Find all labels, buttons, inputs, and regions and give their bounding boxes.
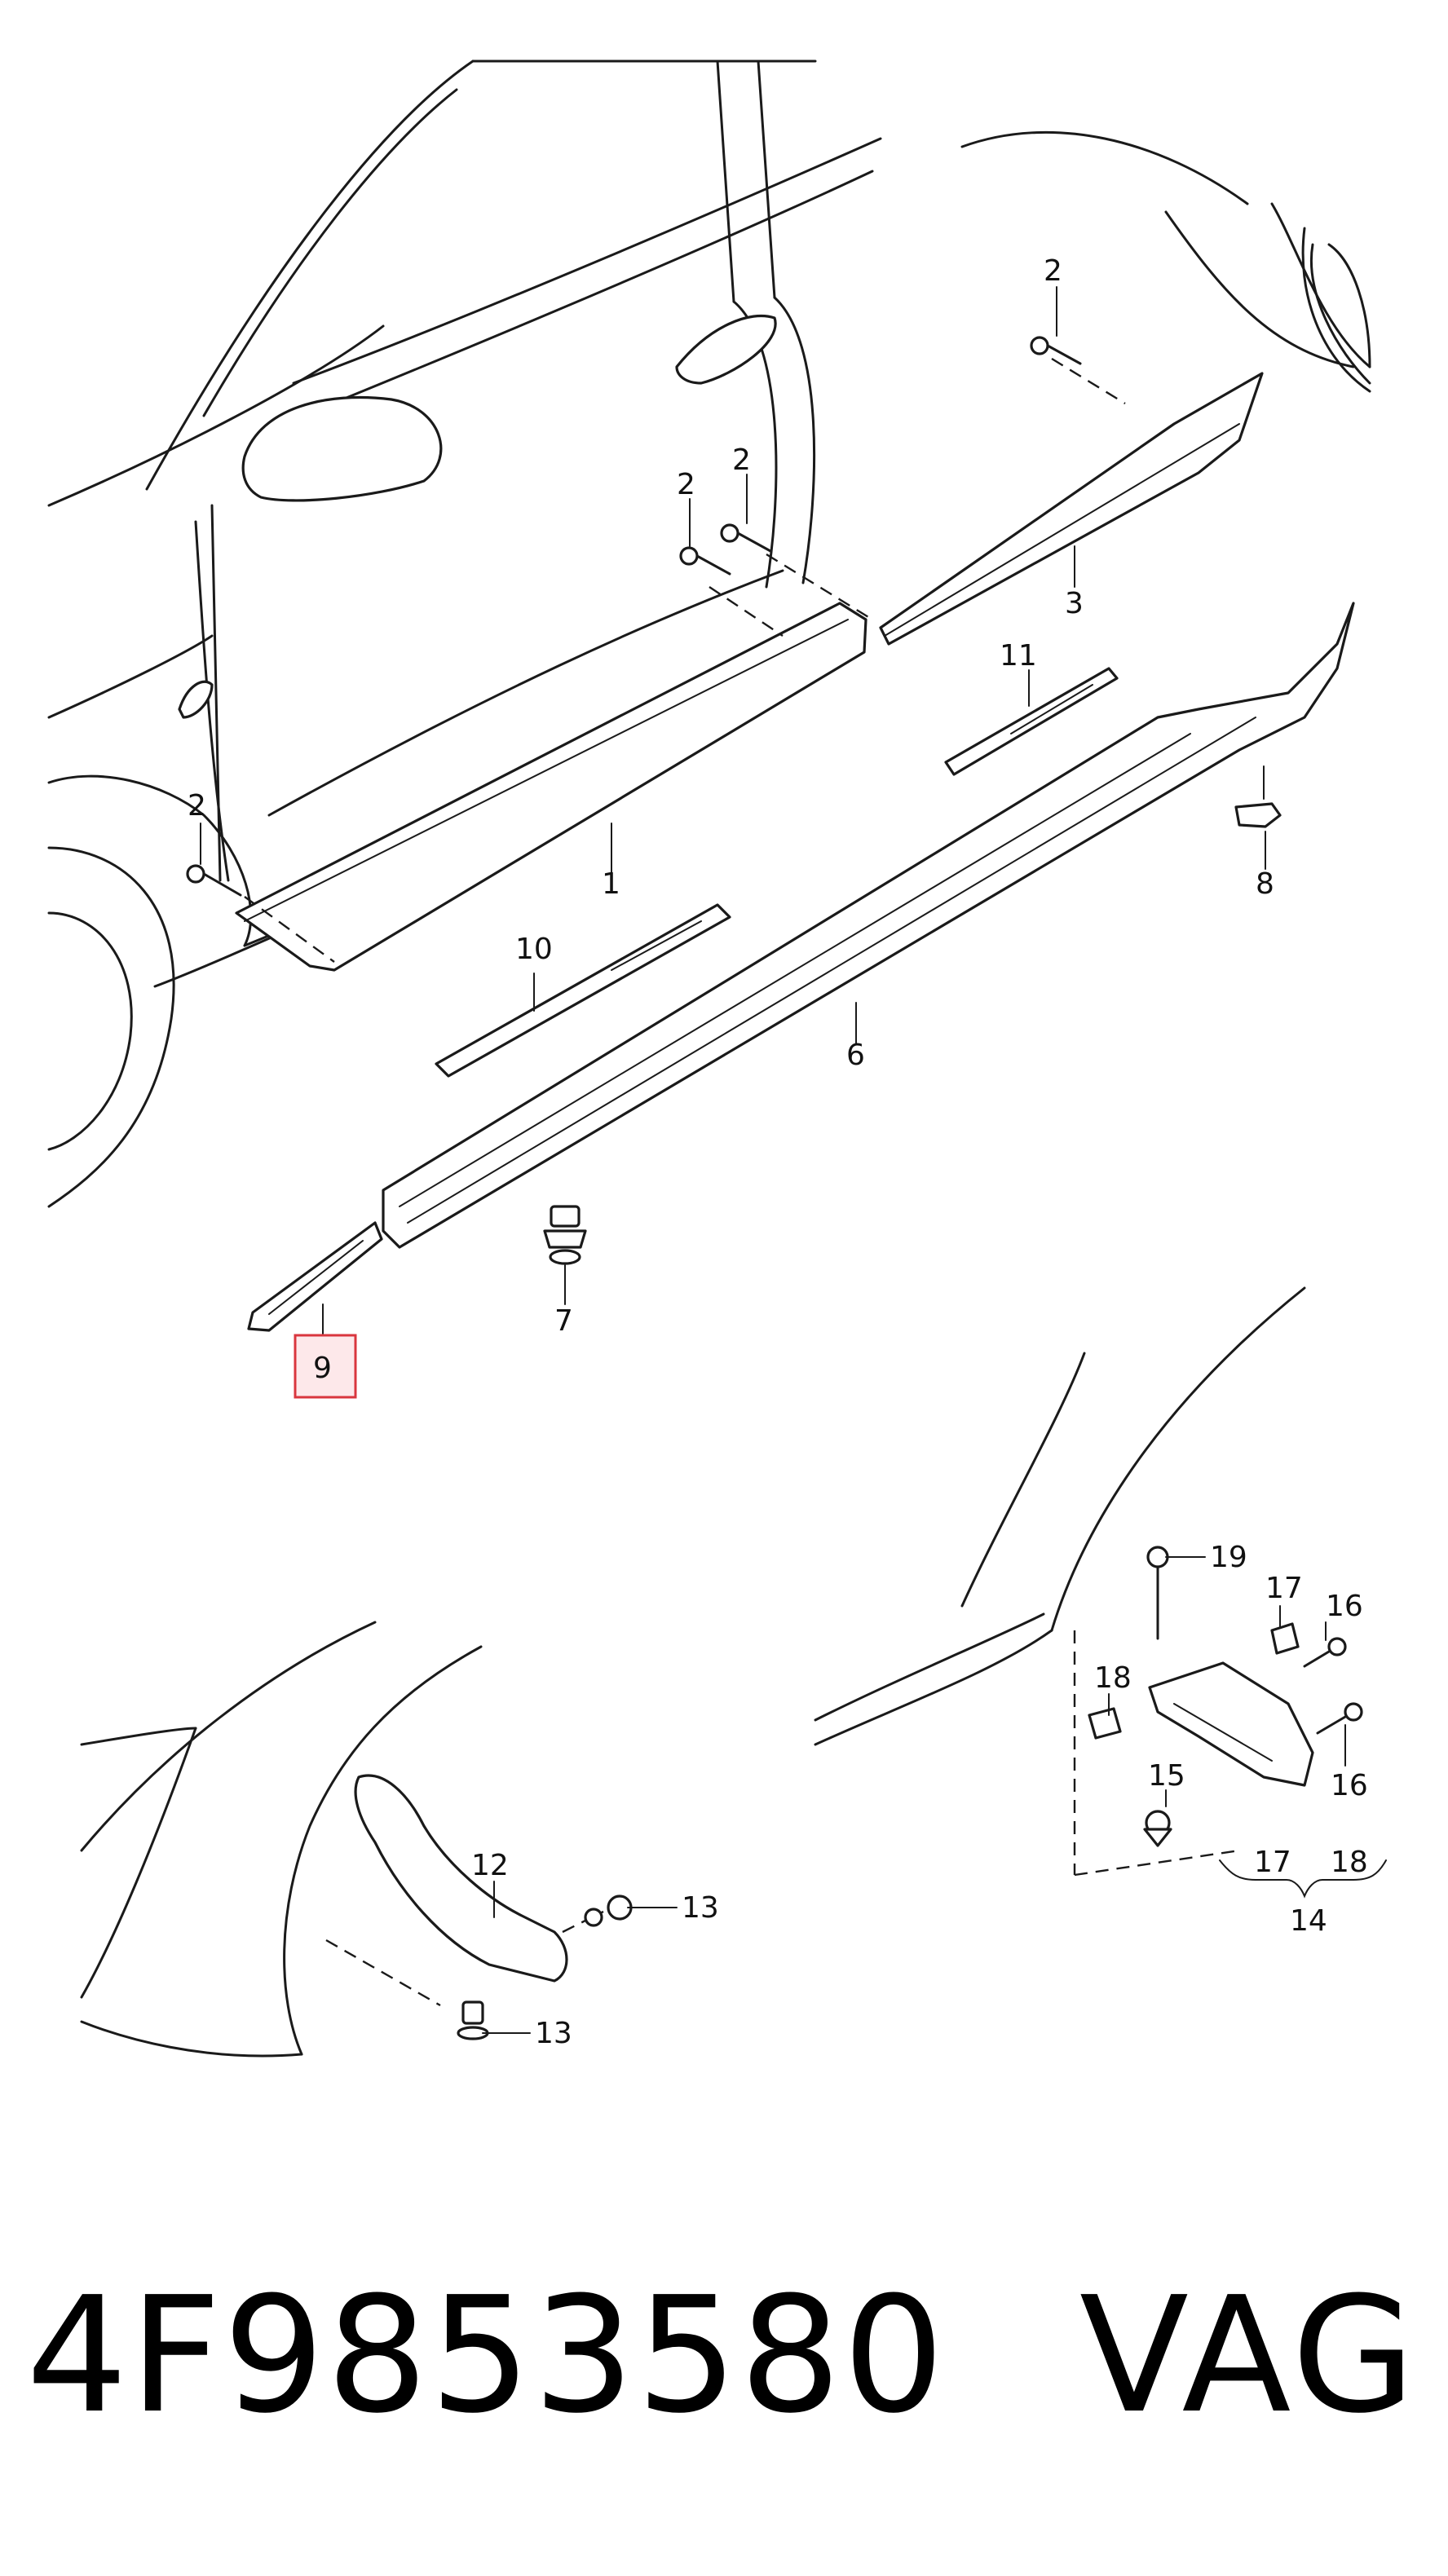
callout-10: 10 [515, 933, 553, 966]
callout-6: 6 [846, 1039, 865, 1072]
callout-11: 11 [1000, 639, 1037, 673]
clip-icon-8 [1234, 802, 1282, 828]
callout-2d: 2 [1044, 254, 1062, 288]
callout-14: 14 [1290, 1904, 1327, 1938]
callout-13b: 13 [535, 2017, 572, 2050]
callout-18a: 18 [1094, 1661, 1132, 1695]
rivet-icon-15 [1143, 1810, 1172, 1847]
callout-9: 9 [313, 1352, 332, 1385]
screw-icon-19 [1146, 1546, 1169, 1640]
callout-15: 15 [1148, 1759, 1185, 1793]
screw-icon-2 [679, 546, 731, 576]
callout-1: 1 [602, 867, 620, 901]
callout-8: 8 [1256, 867, 1274, 901]
callout-2b: 2 [677, 468, 695, 501]
part-number: 4F9853580 [26, 2263, 947, 2449]
nut-icon-18 [1088, 1707, 1122, 1740]
screw-icon-3 [720, 523, 772, 553]
callout-12: 12 [471, 1849, 509, 1882]
leader-lines [200, 286, 1346, 2034]
callout-16b: 16 [1331, 1769, 1368, 1802]
screw-icon-1 [186, 864, 242, 897]
wheel-arch-assembly [80, 1621, 633, 2058]
screw-icon-16a [1303, 1637, 1347, 1668]
screw-icon-4 [1030, 336, 1082, 365]
callout-3: 3 [1065, 587, 1084, 620]
nut-icon-17 [1270, 1622, 1300, 1655]
callout-13a: 13 [682, 1891, 719, 1925]
sill-mouldings [235, 357, 1355, 1332]
clip-icon-13b [457, 2000, 489, 2040]
callout-17b: 17 [1254, 1846, 1291, 1879]
clip-icon-7 [543, 1205, 587, 1265]
callout-18b: 18 [1331, 1846, 1368, 1879]
callout-17a: 17 [1265, 1572, 1303, 1605]
callout-16a: 16 [1326, 1590, 1363, 1623]
callout-19: 19 [1210, 1541, 1247, 1574]
brand-label: VAG [1079, 2263, 1419, 2449]
bolt-icon-13a [584, 1895, 633, 1927]
callout-2a: 2 [188, 789, 206, 823]
parts-diagram: 2 2 2 2 1 3 6 8 7 9 10 11 12 13 13 19 17… [47, 60, 1387, 2058]
callout-7: 7 [554, 1304, 573, 1338]
highlight-box [294, 1334, 357, 1399]
screw-icon-16b [1316, 1702, 1363, 1735]
mud-flap-assembly [814, 1286, 1387, 1899]
fasteners [186, 336, 1282, 1265]
callout-2c: 2 [732, 443, 751, 477]
